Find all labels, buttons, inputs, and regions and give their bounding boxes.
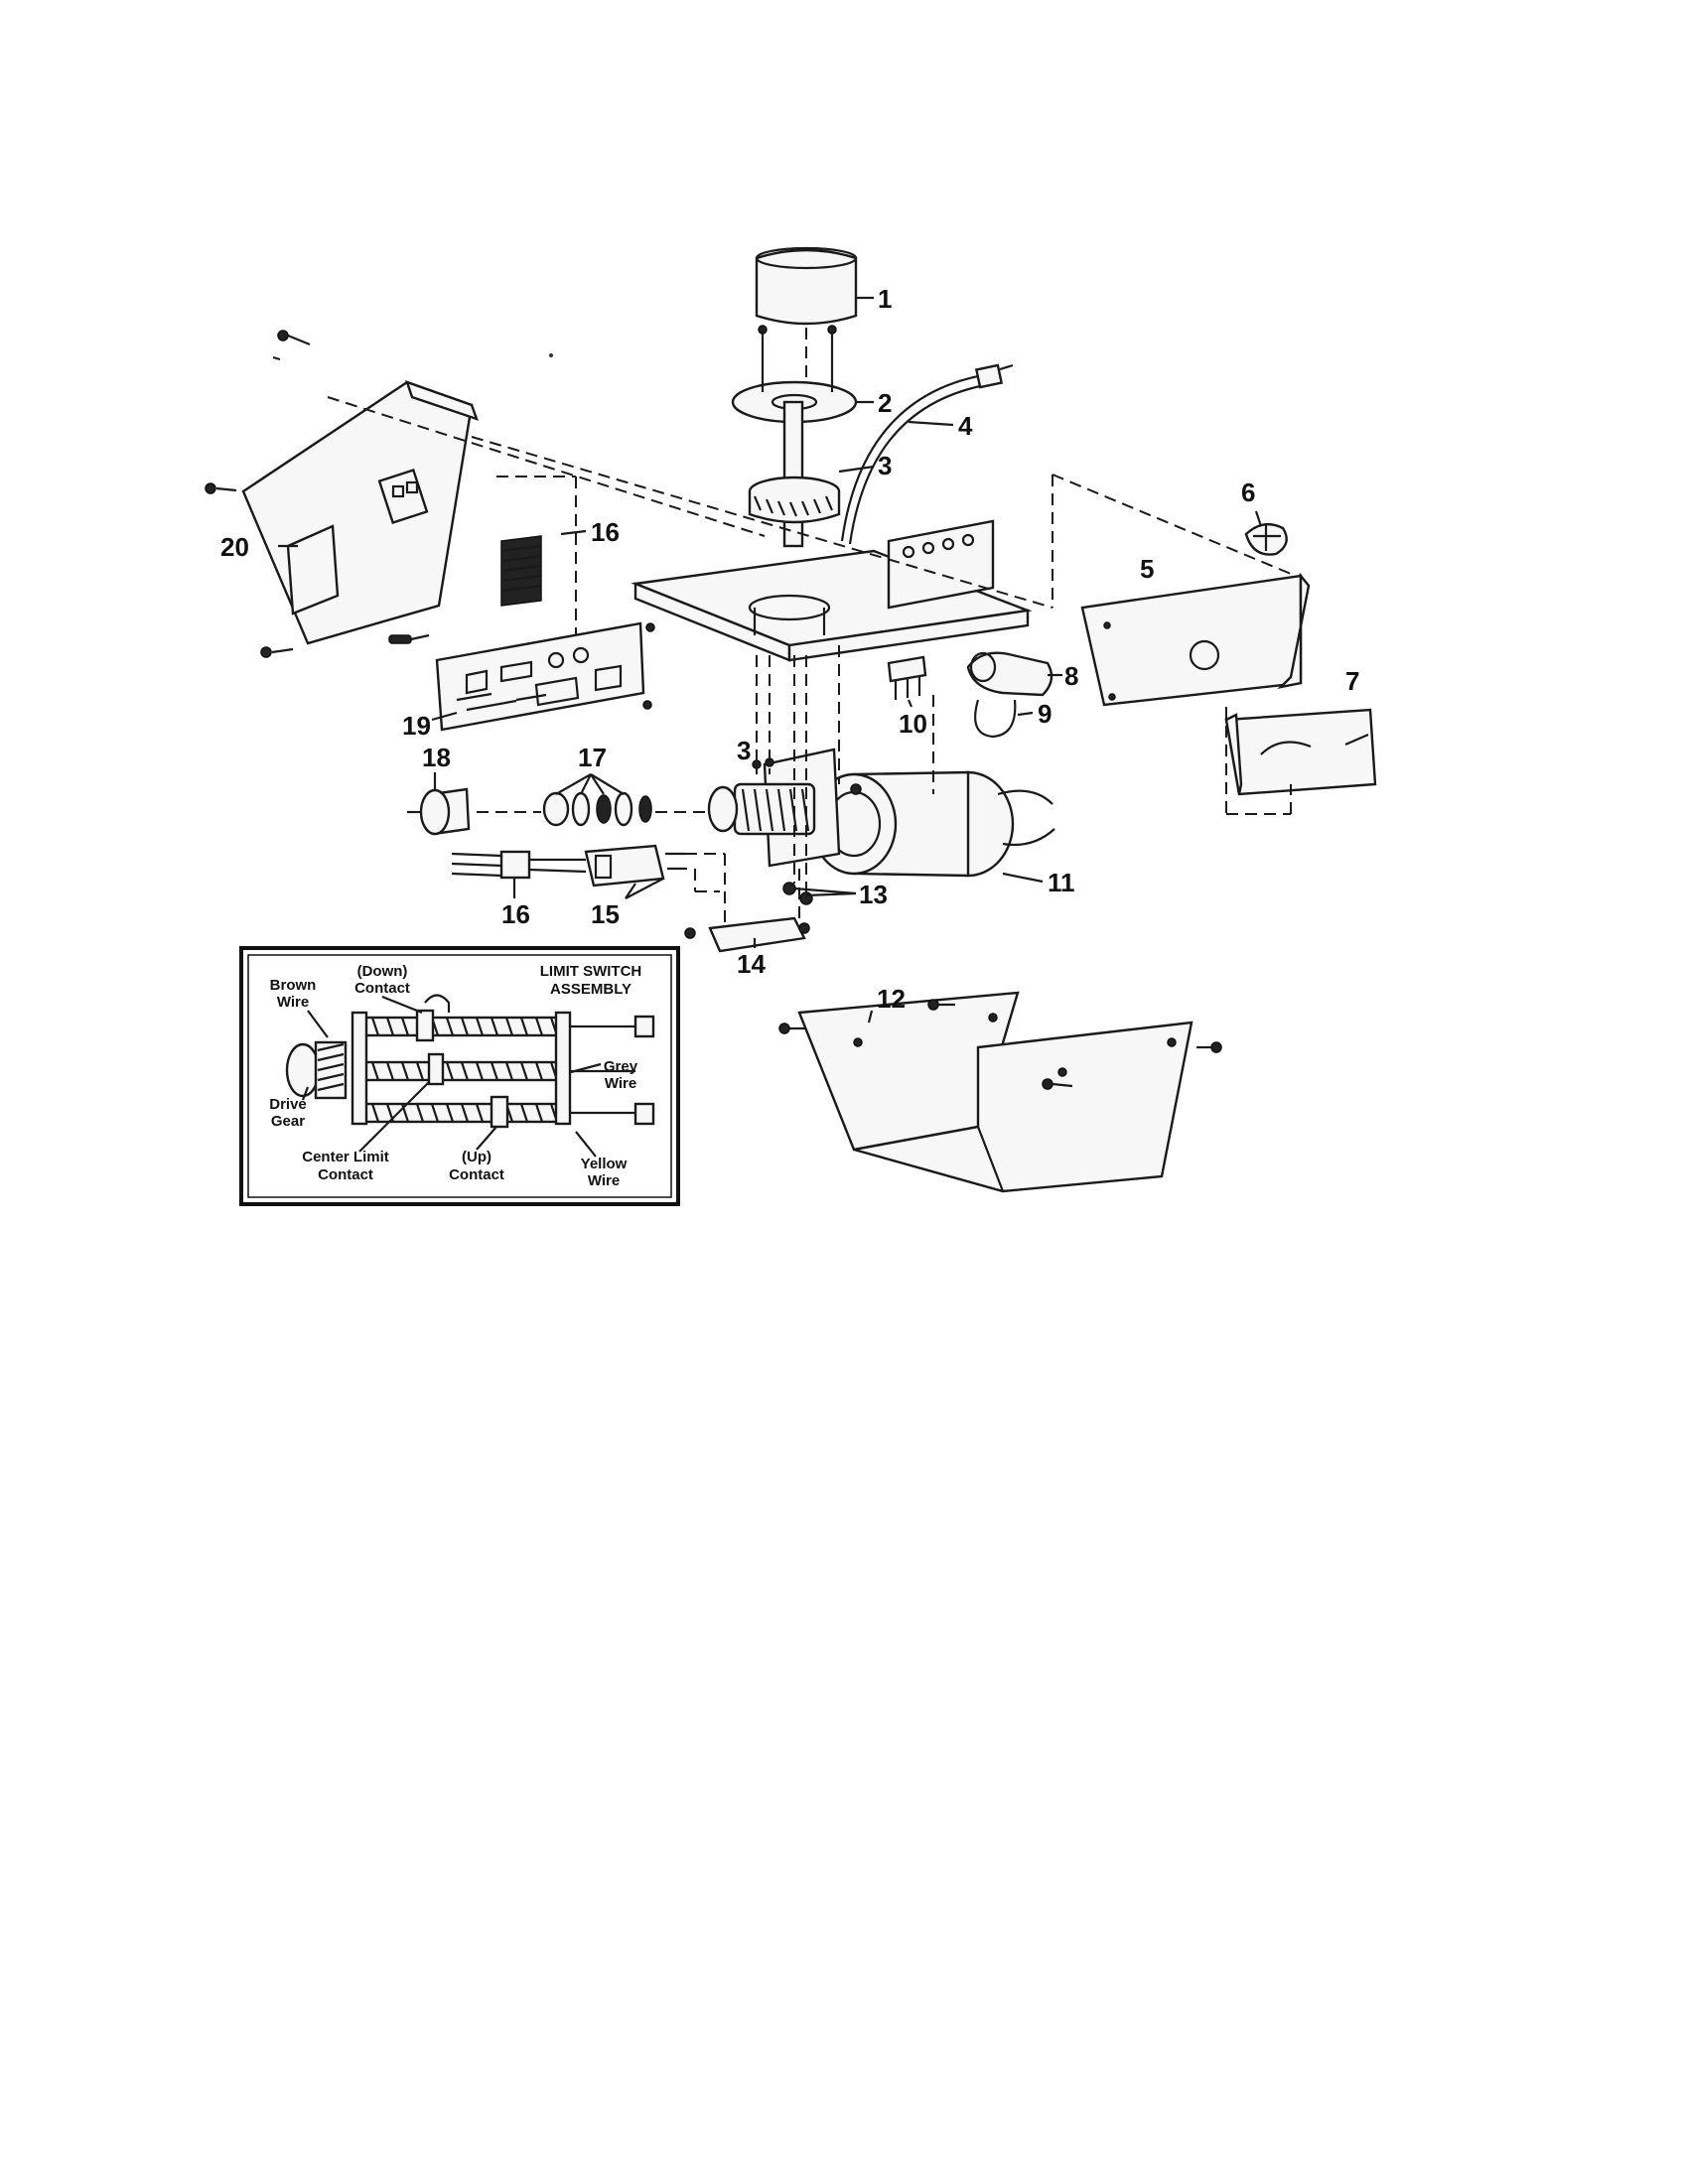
- callout-17: 17: [578, 743, 607, 772]
- stray-mark: [549, 353, 553, 357]
- limit-switch-inset: LIMIT SWITCH ASSEMBLY (Down) Contact Bro…: [239, 946, 680, 1206]
- part-7-light-cover: [1224, 708, 1377, 796]
- part-15-limit-switch: [584, 844, 687, 887]
- callout-16-lower: 16: [501, 899, 530, 929]
- callout-1: 1: [878, 284, 892, 314]
- label-center-limit-contact: Contact: [318, 1166, 373, 1183]
- label-brown: Brown: [270, 977, 317, 994]
- callout-5: 5: [1140, 554, 1154, 584]
- callout-3-lower: 3: [737, 736, 751, 765]
- callout-19: 19: [402, 711, 431, 741]
- part-14-bracket: [684, 916, 810, 953]
- part-12-cover: [778, 991, 1222, 1193]
- part-4-power-cord: [840, 363, 1014, 545]
- part-11-motor: [810, 770, 1055, 878]
- callout-14: 14: [737, 949, 766, 979]
- callout-12: 12: [877, 984, 906, 1014]
- part-19-logic-board: [435, 621, 655, 732]
- part-18-drive-sprocket: [407, 787, 471, 836]
- label-down: (Down): [357, 963, 408, 980]
- part-20-end-panel: [205, 330, 479, 658]
- part-6-knob: [1244, 522, 1288, 556]
- callout-18: 18: [422, 743, 451, 772]
- label-drive: Drive: [269, 1096, 307, 1113]
- label-grey-wire: Wire: [605, 1075, 636, 1092]
- part-9-socket-clip: [974, 699, 1017, 739]
- callout-16-upper: 16: [591, 517, 620, 547]
- callout-6: 6: [1241, 478, 1255, 507]
- label-yellow: Yellow: [581, 1156, 628, 1172]
- part-17-spacers: [477, 791, 710, 827]
- inset-title: LIMIT SWITCH: [540, 963, 641, 980]
- callout-15: 15: [591, 899, 620, 929]
- inset-contacts: [415, 994, 509, 1129]
- part-number-callouts: 1 2 3 4 5 6 7 8 9 10 11 12 13 14 15 16 1…: [220, 284, 1359, 1014]
- callout-2: 2: [878, 388, 892, 418]
- callout-11: 11: [1048, 868, 1075, 897]
- label-center-limit: Center Limit: [302, 1149, 389, 1165]
- inset-drive-gear: [285, 1040, 348, 1100]
- callout-3-upper: 3: [878, 451, 892, 480]
- part-5-end-panel: [1080, 572, 1311, 707]
- part-13-motor-screws: [782, 882, 813, 905]
- callout-9: 9: [1038, 699, 1052, 729]
- part-10-terminal-block: [887, 655, 927, 700]
- label-down-contact: Contact: [354, 980, 410, 997]
- label-up: (Up): [462, 1149, 491, 1165]
- label-drive-gear: Gear: [271, 1113, 305, 1130]
- callout-10: 10: [899, 709, 927, 739]
- callout-4: 4: [958, 411, 973, 441]
- assembly-guide-lines: [327, 396, 1292, 923]
- label-brown-wire: Wire: [277, 994, 309, 1011]
- part-8-light-socket: [966, 651, 1053, 697]
- callout-20: 20: [220, 532, 249, 562]
- part-1-light-lens: [755, 246, 858, 392]
- part-16-wire-harness: [451, 850, 587, 880]
- inset-leaders: [301, 995, 602, 1158]
- part-3-upper-gear: [748, 400, 841, 548]
- callout-leaders: [278, 296, 1369, 1024]
- label-yellow-wire: Wire: [588, 1172, 620, 1189]
- callout-13: 13: [859, 880, 888, 909]
- inset-threaded-rods: [351, 1011, 655, 1126]
- label-grey: Grey: [604, 1058, 638, 1075]
- part-16-filter: [500, 535, 542, 607]
- chassis-frame: [631, 519, 1033, 662]
- callout-7: 7: [1345, 666, 1359, 696]
- callout-8: 8: [1064, 661, 1078, 691]
- inset-title-line2: ASSEMBLY: [550, 981, 632, 998]
- label-up-contact: Contact: [449, 1166, 504, 1183]
